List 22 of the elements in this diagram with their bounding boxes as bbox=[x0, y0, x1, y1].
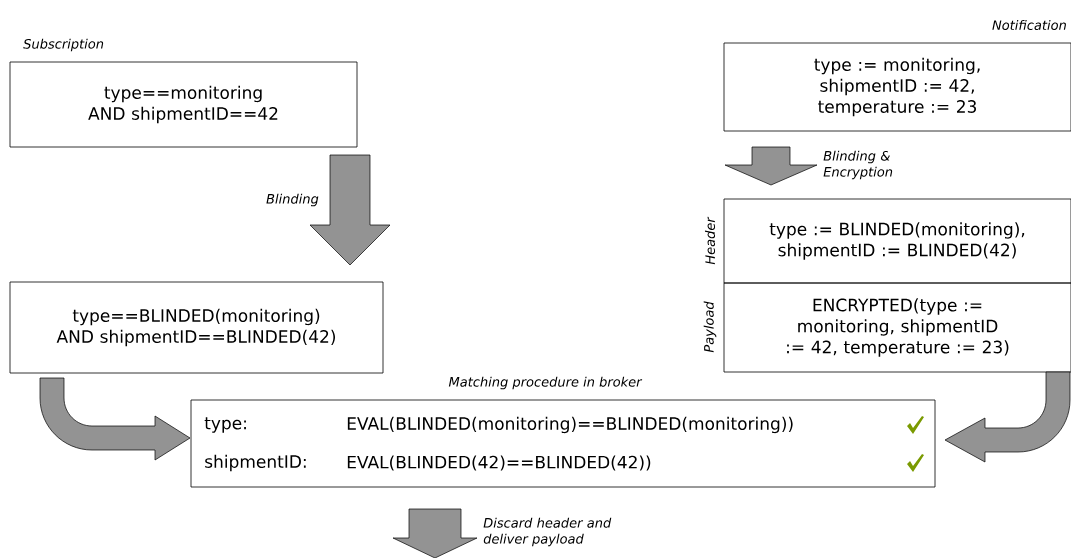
box-heading: Matching procedure in broker bbox=[448, 376, 643, 390]
block-arrow bbox=[39, 377, 191, 461]
box-heading: Notification bbox=[992, 19, 1066, 31]
table-cell: shipmentID: bbox=[205, 454, 306, 472]
block-arrow bbox=[724, 146, 818, 186]
box-heading: Subscription bbox=[23, 38, 104, 52]
text-box: type := BLINDED(monitoring), shipmentID := BLINDED(42) bbox=[723, 198, 1071, 284]
text-box: type==monitoring AND shipmentID==42 bbox=[9, 61, 358, 148]
table-cell: EVAL(BLINDED(42)==BLINDED(42)) bbox=[347, 455, 651, 471]
box-heading: Header bbox=[704, 216, 716, 265]
edge-label: Blinding & Encryption bbox=[823, 150, 893, 180]
table-cell: EVAL(BLINDED(monitoring)==BLINDED(monitoring)) bbox=[347, 416, 793, 434]
block-arrow bbox=[944, 371, 1071, 463]
box-heading: Payload bbox=[703, 301, 717, 353]
edge-label: Discard header and deliver payload bbox=[483, 517, 612, 547]
text-box: ENCRYPTED(type := monitoring, shipmentID := 42, temperature := 23) bbox=[723, 282, 1071, 373]
text-box: type==BLINDED(monitoring) AND shipmentID==BLINDED(42) bbox=[9, 281, 384, 374]
table-cell: type: bbox=[204, 417, 246, 433]
text-box: type := monitoring, shipmentID := 42, temperature := 23 bbox=[723, 42, 1071, 132]
block-arrow bbox=[309, 154, 391, 266]
block-arrow bbox=[392, 508, 478, 558]
edge-label: Blinding bbox=[266, 193, 319, 207]
